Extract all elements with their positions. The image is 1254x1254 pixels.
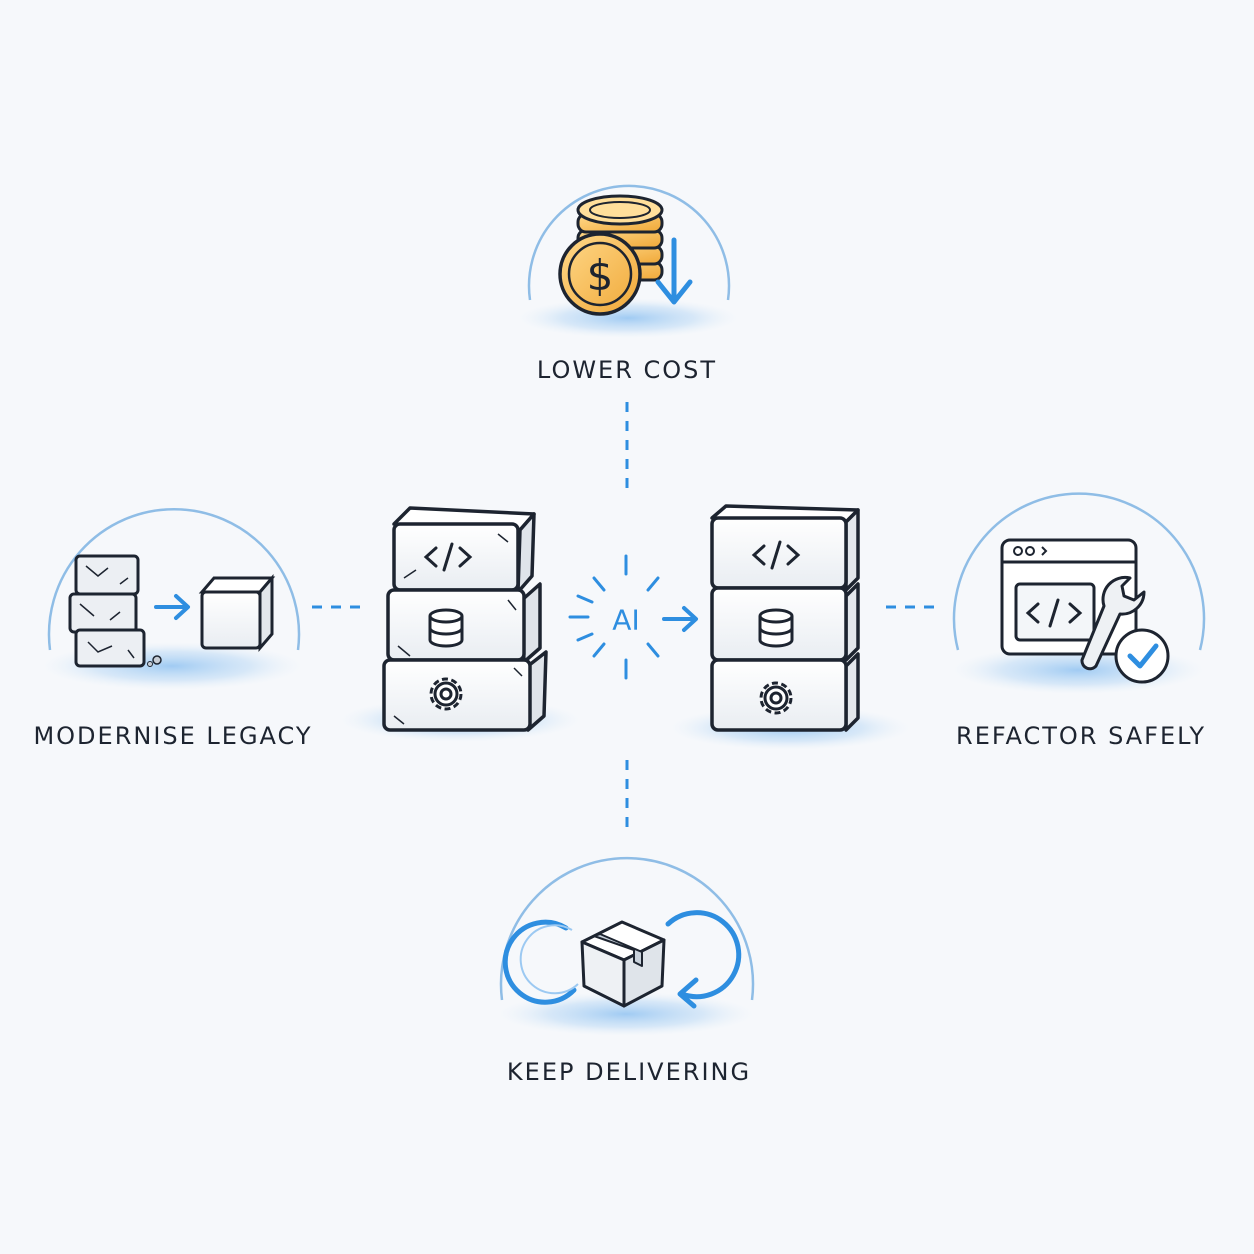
gear-icon	[429, 677, 463, 711]
legacy-stack	[340, 506, 580, 742]
code-icon	[423, 542, 473, 572]
database-icon	[428, 608, 464, 648]
benefit-modernise-legacy	[42, 507, 302, 690]
svg-text:$: $	[587, 251, 614, 300]
label-lower-cost: LOWER COST	[536, 356, 718, 384]
wrench-code-window-icon	[1000, 538, 1170, 684]
label-refactor-safely: REFACTOR SAFELY	[956, 722, 1206, 750]
benefit-refactor-safely	[952, 492, 1206, 694]
benefit-keep-delivering	[498, 856, 755, 1036]
benefit-lower-cost: $	[518, 184, 738, 338]
arrow-right-icon	[154, 594, 190, 620]
database-icon	[758, 608, 794, 648]
legacy-blocks-icon	[68, 554, 162, 668]
modern-stack	[670, 504, 910, 750]
coins-down-icon: $	[558, 194, 693, 316]
legacy-block-database	[386, 582, 542, 664]
legacy-block-code	[392, 506, 536, 594]
new-block-icon	[198, 573, 276, 653]
label-modernise-legacy: MODERNISE LEGACY	[33, 722, 313, 750]
ai-label: AI	[612, 603, 640, 637]
ai-burst	[568, 554, 660, 680]
ai-arrow-icon	[662, 606, 698, 632]
package-cycle-icon	[502, 910, 742, 1009]
label-keep-delivering: KEEP DELIVERING	[506, 1058, 752, 1086]
modern-block-code	[710, 504, 860, 592]
legacy-block-gear	[382, 650, 548, 732]
code-icon	[751, 540, 801, 570]
gear-icon	[759, 681, 793, 715]
